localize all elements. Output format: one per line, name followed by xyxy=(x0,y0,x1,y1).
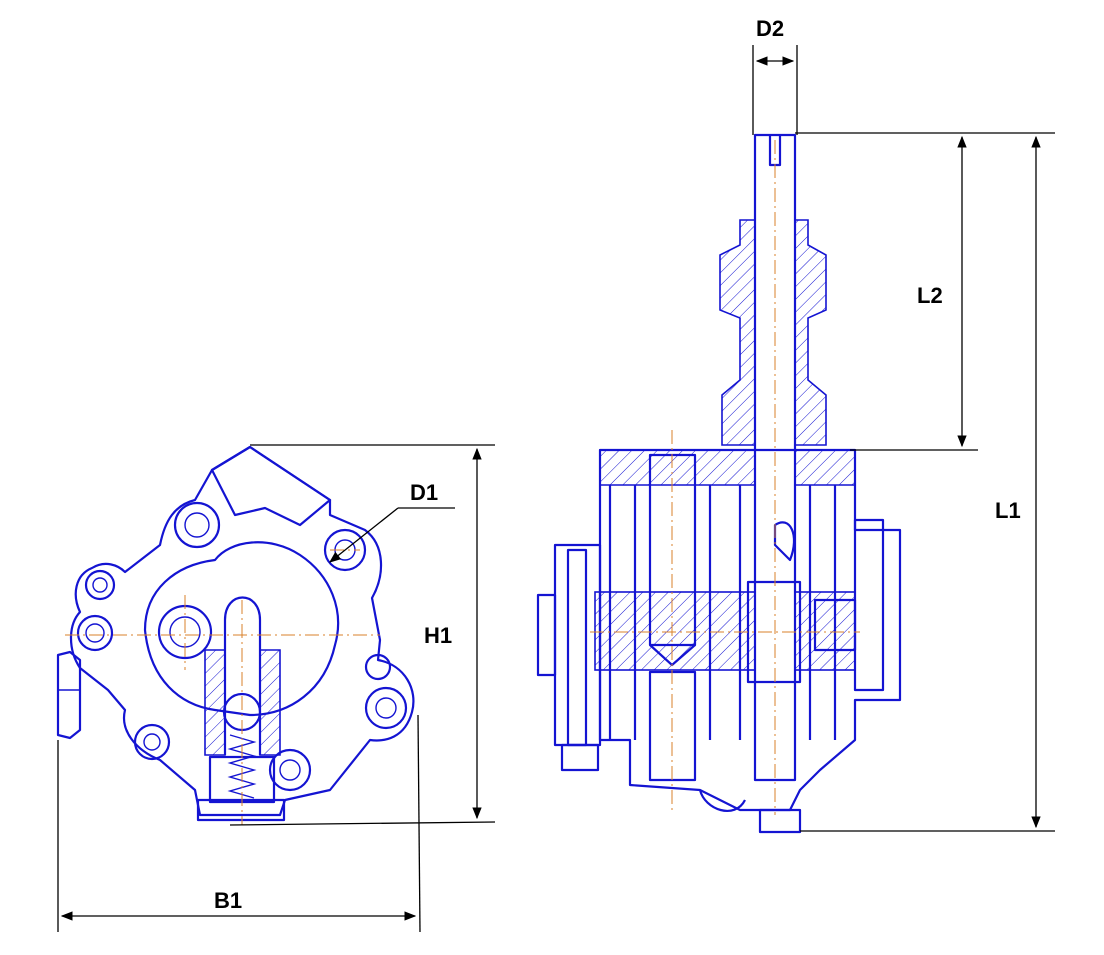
b1-extension-right xyxy=(417,714,421,933)
front-boss-right xyxy=(364,686,408,730)
front-boss-bottom-left xyxy=(133,723,171,761)
h1-extension-bottom xyxy=(229,821,496,826)
section-bottom-curve xyxy=(698,789,746,812)
front-relief-valve-channel xyxy=(223,596,262,755)
section-shaft-key xyxy=(773,521,795,562)
section-left-hex-nut xyxy=(536,593,557,677)
section-view xyxy=(536,133,902,834)
section-bottom-right-bolt xyxy=(758,808,802,834)
front-relief-valve-body-right xyxy=(259,649,281,756)
section-housing-outline xyxy=(598,448,902,812)
l2-label: L2 xyxy=(917,283,943,308)
d1-leader-arrow xyxy=(329,507,399,563)
front-body-outline xyxy=(70,445,415,817)
front-left-hex-nut xyxy=(56,650,82,740)
b1-label: B1 xyxy=(214,888,242,913)
front-relief-valve-body xyxy=(204,649,226,756)
front-boss-left-upper-hole xyxy=(92,577,108,593)
front-boss-bottom-right xyxy=(268,748,312,792)
d1-label: D1 xyxy=(410,480,438,505)
section-left-cover xyxy=(553,543,602,747)
front-plug-nut xyxy=(196,798,286,822)
section-housing-top-right xyxy=(794,449,856,486)
front-view-dimensions: H1 B1 D1 xyxy=(57,444,496,933)
front-boss-left xyxy=(76,614,114,652)
front-boss-top-left-hole xyxy=(184,512,210,538)
front-boss-bottom-left-hole xyxy=(143,733,161,751)
front-boss-bottom-right-hole xyxy=(279,759,301,781)
front-outlet-fitting xyxy=(210,445,332,527)
section-right-plug xyxy=(853,518,885,692)
section-shaft-housing-left xyxy=(719,219,756,446)
section-view-dimensions: D2 L2 L1 xyxy=(752,16,1055,832)
front-boss-left-upper xyxy=(84,569,116,601)
section-bottom-left-bolt xyxy=(560,743,600,772)
front-inner-cavity xyxy=(143,541,340,717)
section-gear-block-left xyxy=(594,591,756,671)
section-shaft-housing-right xyxy=(794,219,827,446)
front-boss-right-small xyxy=(364,653,392,681)
section-left-cover-bolt xyxy=(566,548,588,747)
front-view xyxy=(56,445,415,825)
front-boss-right-hole xyxy=(375,697,397,719)
section-gear-block-right xyxy=(794,591,856,671)
h1-label: H1 xyxy=(424,623,452,648)
section-right-port xyxy=(813,598,857,652)
front-boss-left-hole xyxy=(85,623,105,643)
l1-label: L1 xyxy=(995,498,1021,523)
front-boss-top-left xyxy=(173,501,221,549)
front-boss-top-right xyxy=(323,528,367,572)
d2-label: D2 xyxy=(756,16,784,41)
